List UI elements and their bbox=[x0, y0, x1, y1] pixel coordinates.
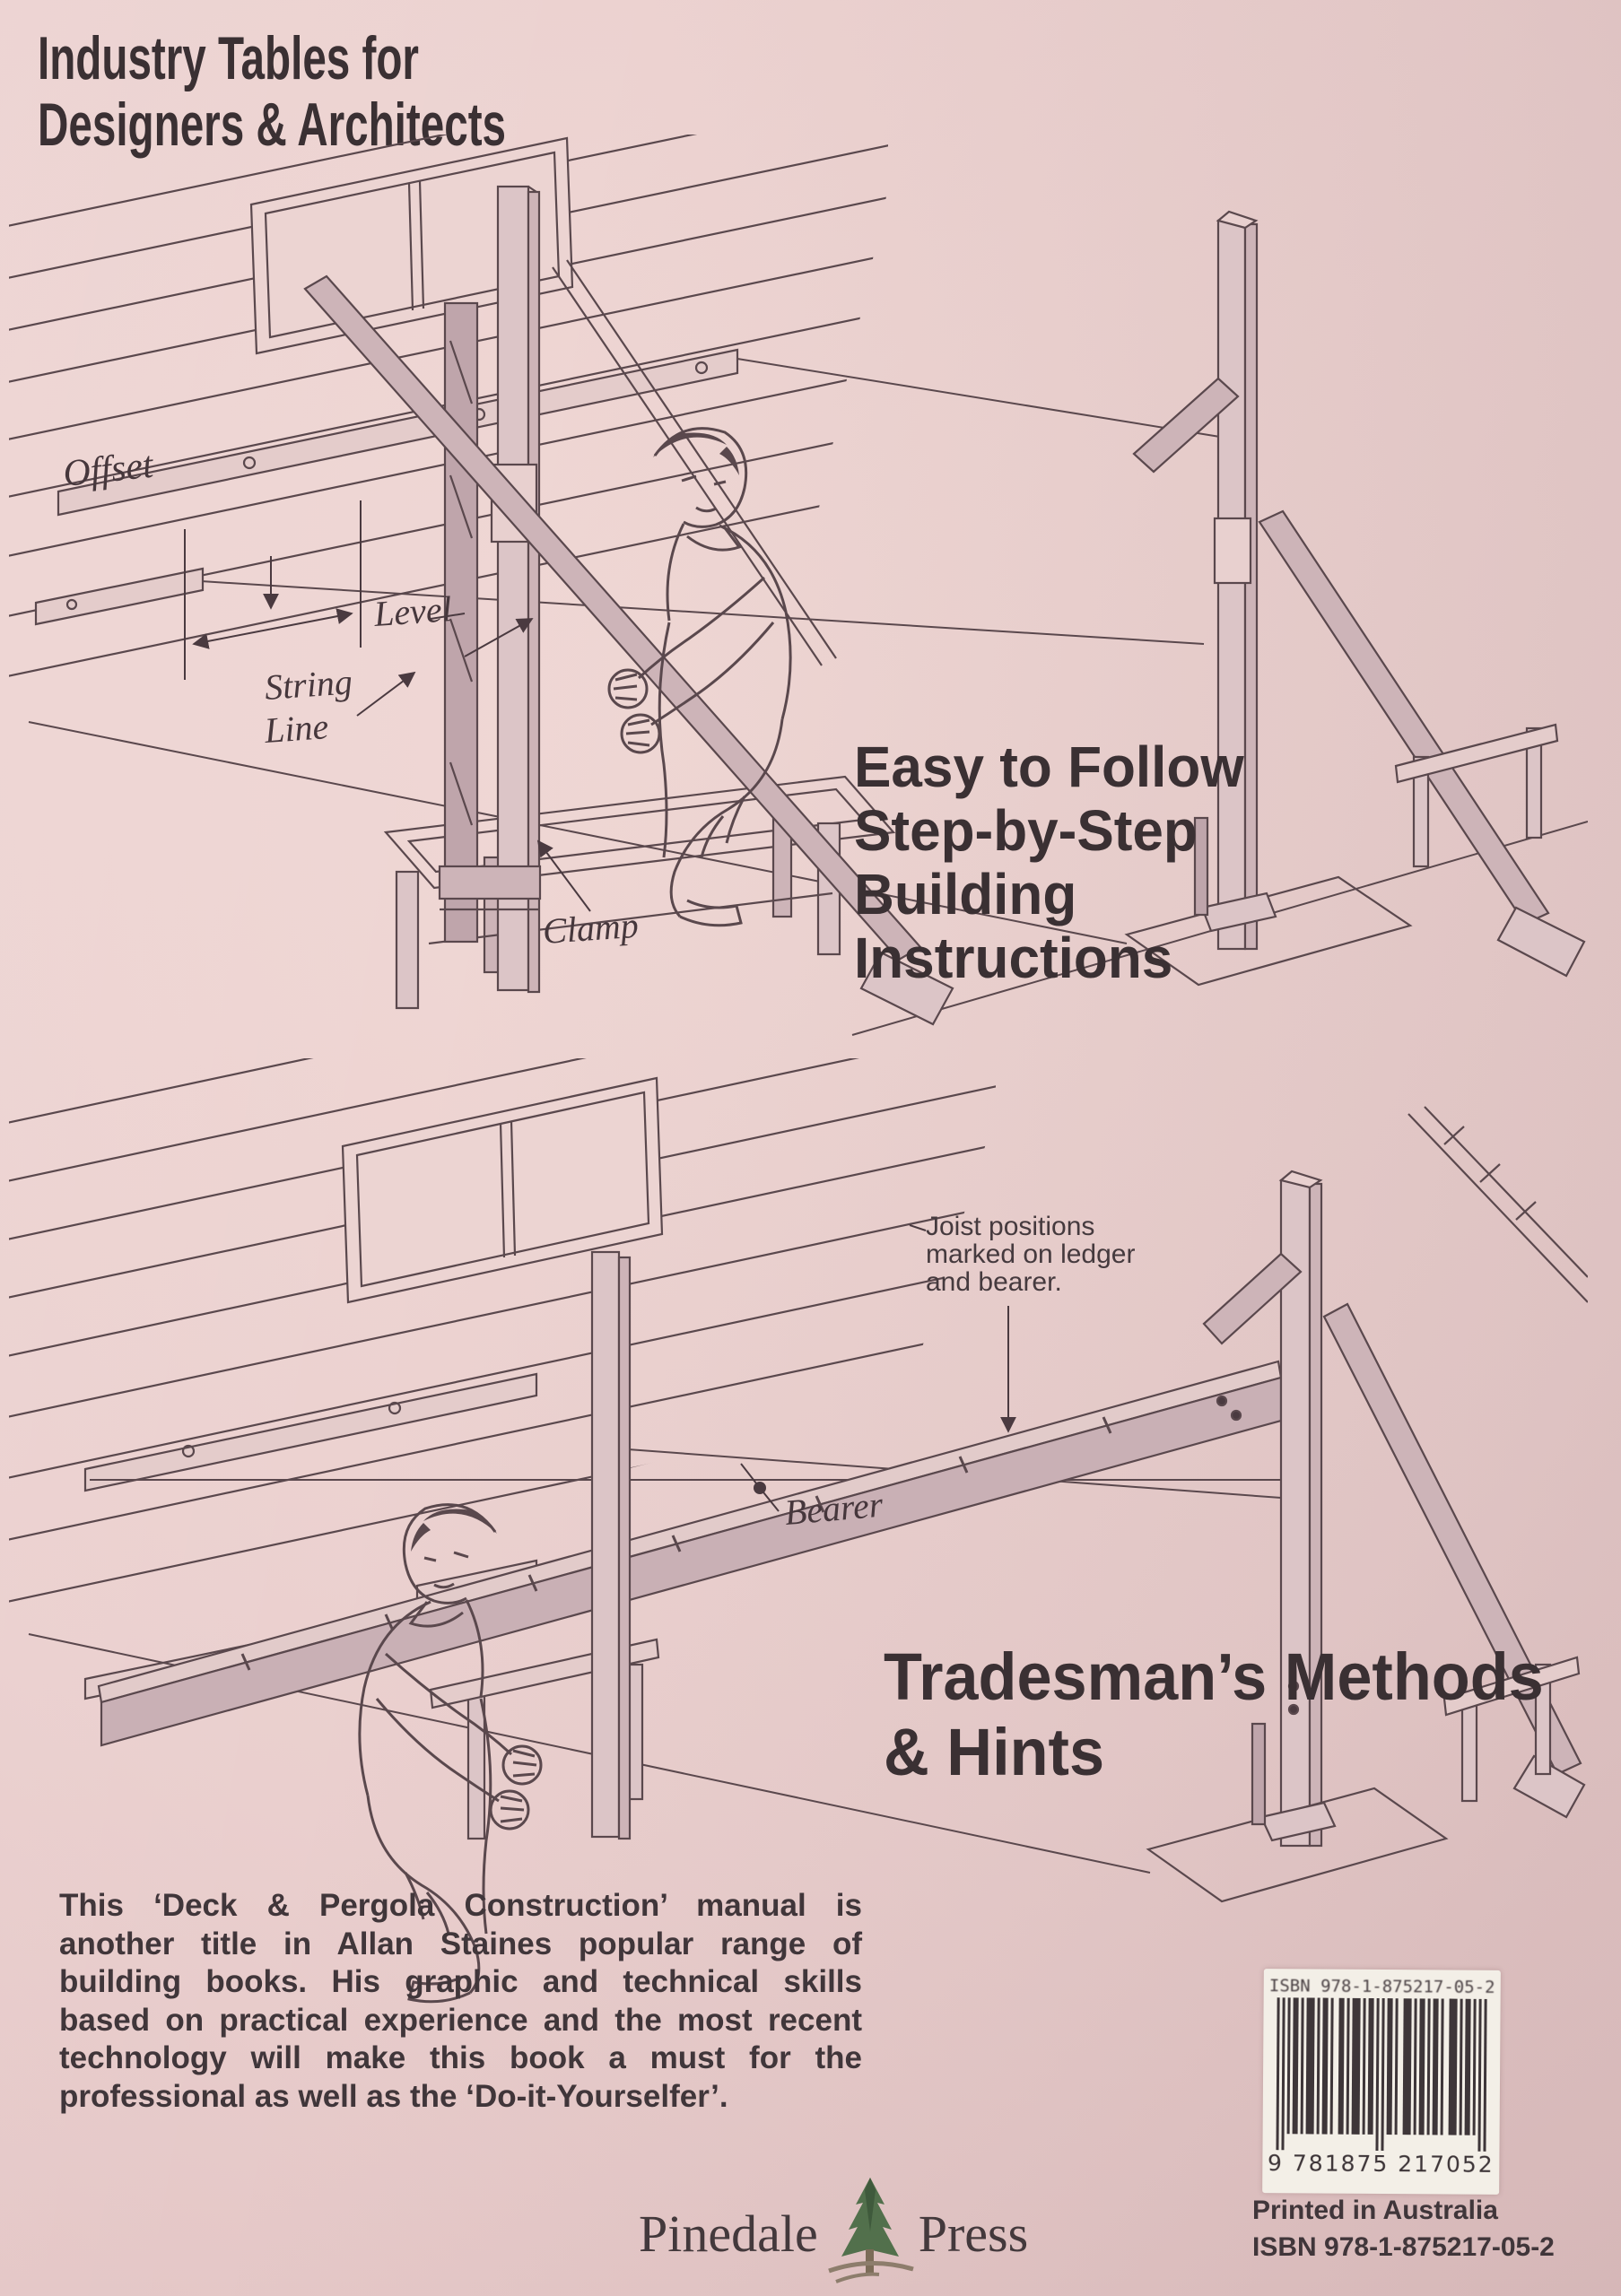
mid-headline-line1: Easy to Follow bbox=[854, 735, 1244, 799]
blurb-line-2: another title in Allan Staines popular r… bbox=[59, 1926, 862, 1961]
barcode-bars bbox=[1276, 1997, 1487, 2152]
top-headline-line1: Industry Tables for bbox=[38, 24, 419, 92]
mid-headline-line4: Instructions bbox=[854, 926, 1173, 990]
corner-post-assembly bbox=[1124, 210, 1586, 987]
publisher-name-left: Pinedale bbox=[639, 2205, 818, 2263]
imprint-block: Printed in Australia ISBN 978-1-875217-0… bbox=[1252, 2192, 1555, 2266]
joist-note-line3: and bearer. bbox=[926, 1267, 1062, 1297]
illustration-setting-posts: Offset bbox=[9, 135, 1588, 1036]
joist-positions-note: Joist positions marked on ledger and bea… bbox=[926, 1213, 1135, 1296]
blurb-line-1: This ‘Deck & Pergola Construction’ manua… bbox=[59, 1888, 862, 1923]
lower-headline-line1: Tradesman’s Methods bbox=[884, 1639, 1544, 1714]
blurb-line-3: building books. His graphic and technica… bbox=[59, 1964, 862, 1999]
ledger-boards bbox=[34, 348, 739, 626]
mid-headline-line3: Building bbox=[854, 862, 1077, 926]
diagonal-braces bbox=[303, 259, 954, 1026]
offset-label: Offset bbox=[61, 445, 156, 495]
publisher-name-right: Press bbox=[918, 2205, 1029, 2263]
barcode-isbn-text: ISBN 978-1-875217-05-2 bbox=[1268, 1976, 1495, 1997]
bearer-label: Bearer bbox=[783, 1484, 885, 1533]
clamp-label: Clamp bbox=[541, 905, 640, 952]
publisher-logo: Pinedale Press bbox=[639, 2178, 1029, 2283]
blurb-line-6: professional as well as the ‘Do-it-Yours… bbox=[59, 2078, 728, 2114]
joist-note-line1: Joist positions bbox=[926, 1212, 1095, 1241]
blurb-paragraph: This ‘Deck & Pergola Construction’ manua… bbox=[59, 1887, 862, 2116]
profile-hurdle bbox=[1394, 723, 1559, 868]
blurb-line-5: technology will make this book a must fo… bbox=[59, 2040, 862, 2075]
mid-headline: Easy to Follow Step-by-Step Building Ins… bbox=[854, 735, 1256, 990]
corner-post-assembly-2 bbox=[1146, 1106, 1588, 1903]
profile-hurdle-2 bbox=[1442, 1656, 1581, 1803]
joist-note-line2: marked on ledger bbox=[926, 1239, 1136, 1269]
lower-headline: Tradesman’s Methods & Hints bbox=[884, 1639, 1578, 1790]
joist-note-leader bbox=[909, 1224, 1016, 1433]
printed-in: Printed in Australia bbox=[1252, 2196, 1498, 2225]
held-post bbox=[590, 1250, 632, 1840]
barcode-digits: 9 781875 217052 bbox=[1267, 2150, 1495, 2178]
lower-headline-line2: & Hints bbox=[884, 1715, 1105, 1789]
offset-dimension bbox=[184, 500, 362, 680]
string-line-label-2: Line bbox=[262, 706, 329, 751]
blurb-line-4: based on practical experience and the mo… bbox=[59, 2002, 862, 2038]
top-headline-line2: Designers & Architects bbox=[38, 91, 507, 159]
illustration-fitting-bearer: Bearer bbox=[9, 1058, 1588, 2004]
post-and-level bbox=[438, 185, 542, 994]
pine-tree-icon bbox=[827, 2178, 914, 2283]
mid-headline-line2: Step-by-Step bbox=[854, 798, 1198, 863]
house-wall-cladding-2 bbox=[9, 1058, 996, 1611]
imprint-isbn: ISBN 978-1-875217-05-2 bbox=[1252, 2232, 1555, 2262]
top-headline: Industry Tables for Designers & Architec… bbox=[38, 25, 707, 158]
string-line-label-1: String bbox=[263, 661, 353, 708]
barcode-block: ISBN 978-1-875217-05-2 9 781875 21705 bbox=[1262, 1969, 1501, 2195]
level-label: Level bbox=[371, 588, 453, 634]
tradesman-figure bbox=[607, 427, 792, 927]
window-2 bbox=[341, 1076, 664, 1304]
